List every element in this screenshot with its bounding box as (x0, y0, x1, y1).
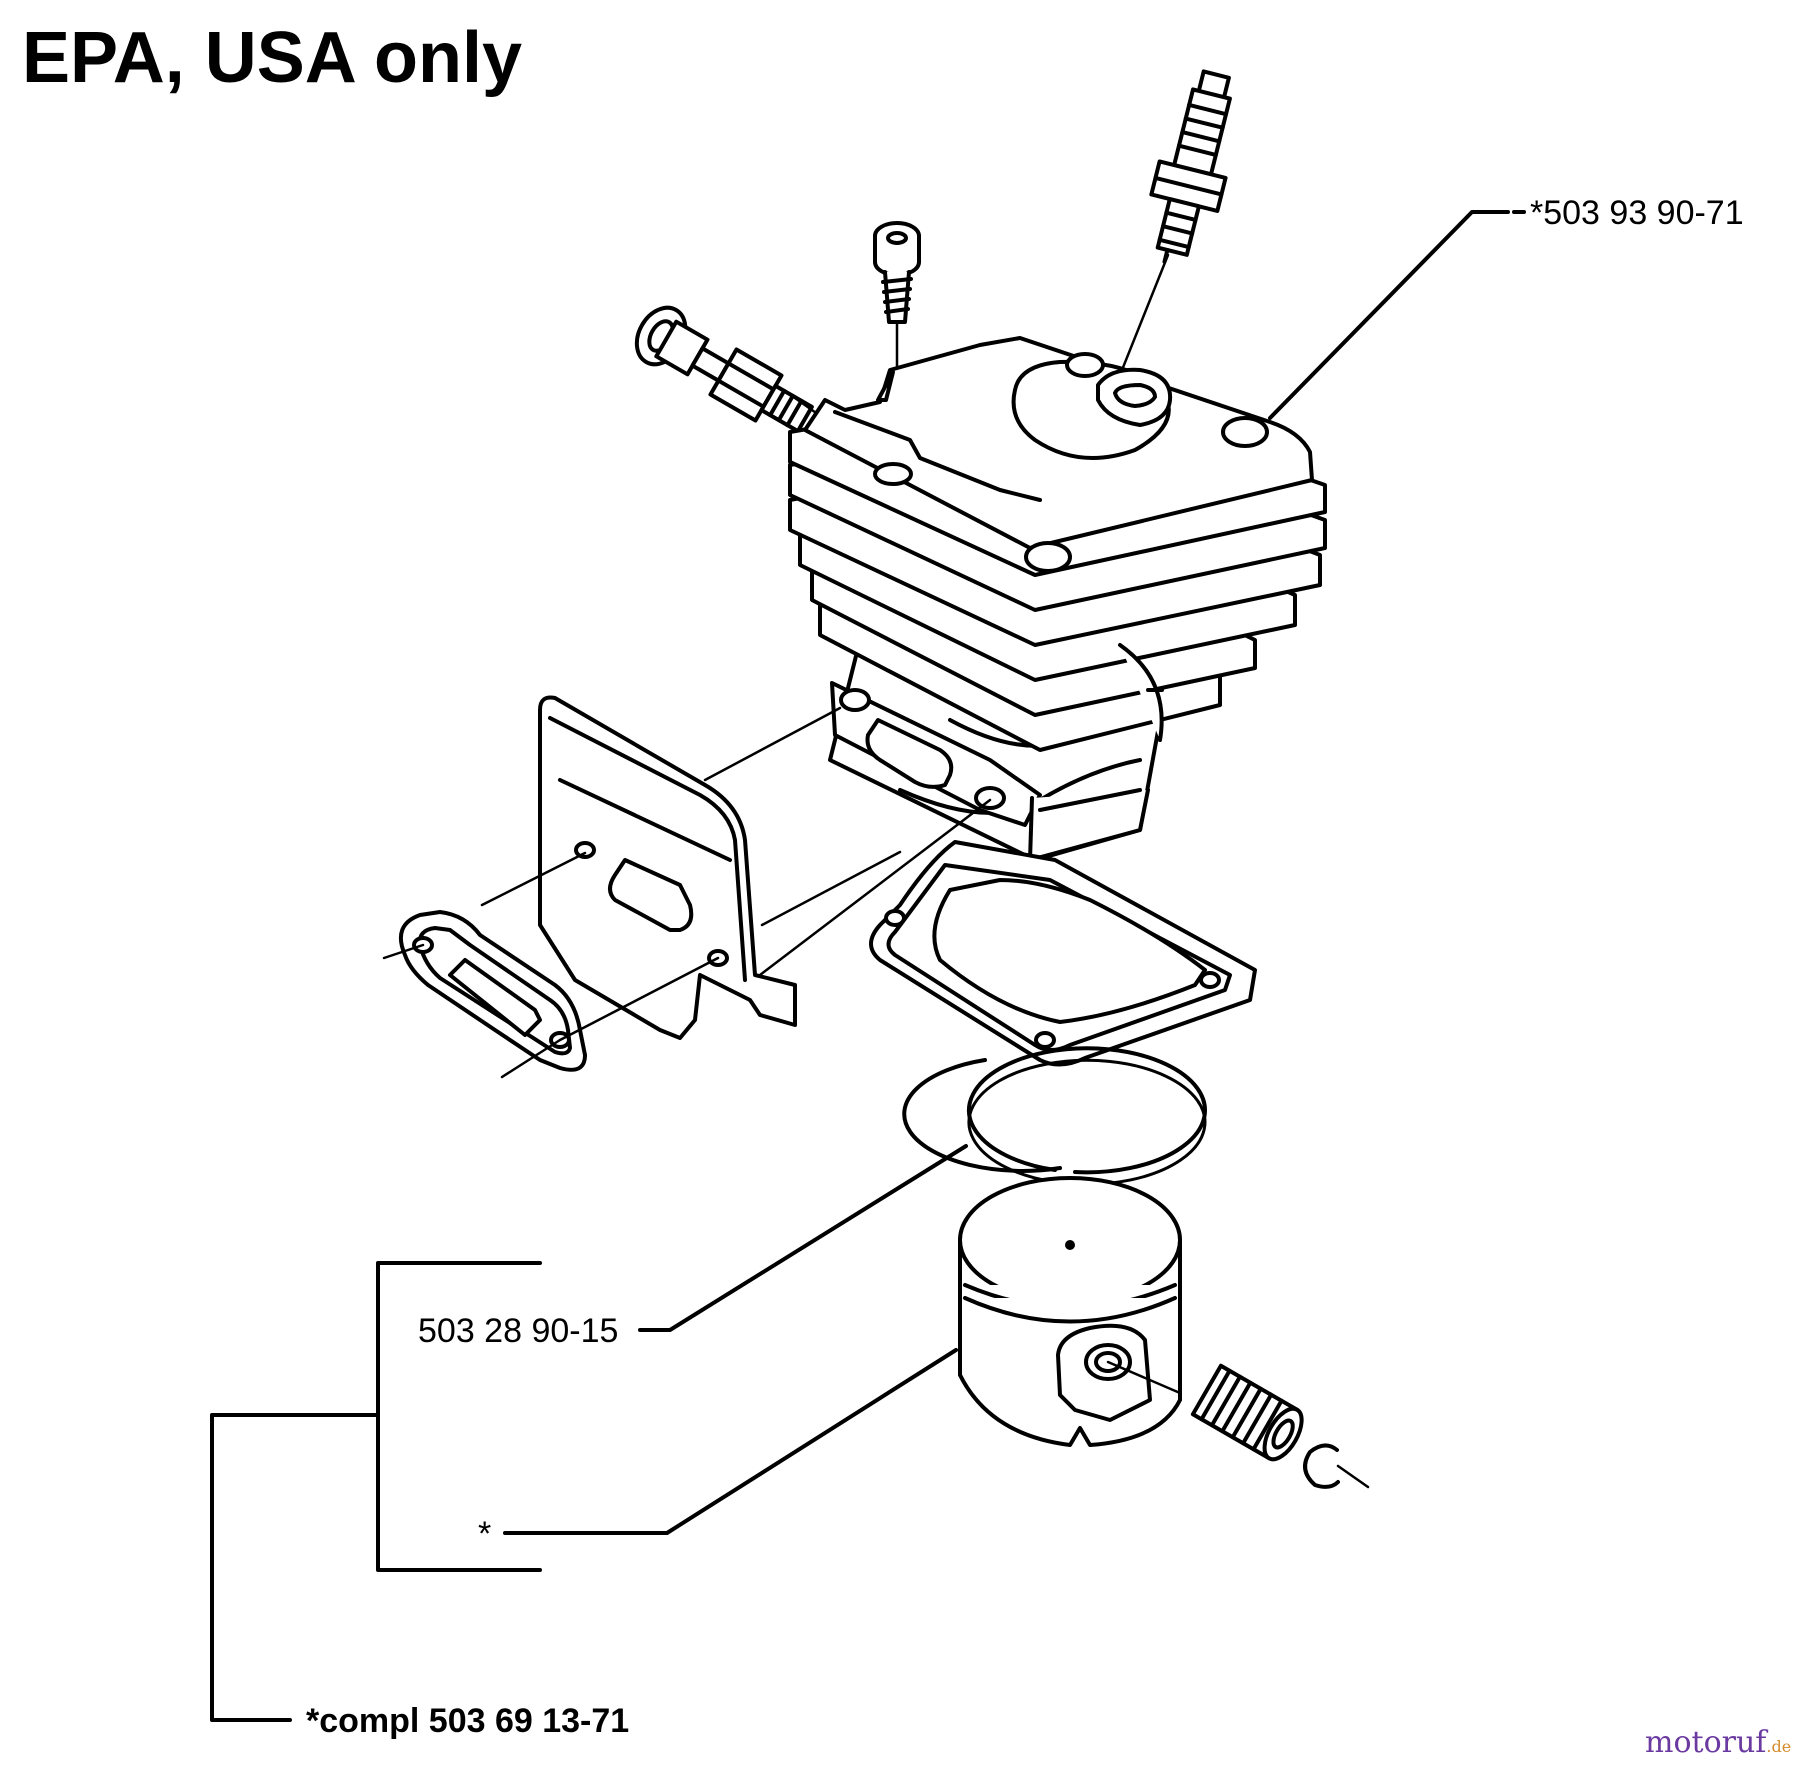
watermark-tld: .de (1766, 1737, 1791, 1756)
needle-bearing (1190, 1363, 1304, 1462)
cylinder (788, 336, 1327, 862)
cylinder-part-number: *503 93 90-71 (1530, 194, 1744, 232)
ring-part-number: 503 28 90-15 (418, 1312, 618, 1350)
base-gasket (869, 840, 1257, 1067)
decompression-valve (634, 305, 828, 434)
page-title: EPA, USA only (22, 18, 522, 98)
complete-kit-part-number: *compl 503 69 13-71 (306, 1702, 629, 1740)
heat-shield-plate (538, 695, 797, 1040)
callout-leaders (503, 210, 1526, 1535)
kit-brackets (210, 1261, 542, 1722)
cylinder-screw (873, 221, 921, 450)
circlip (1303, 1443, 1340, 1489)
piston (958, 1176, 1182, 1447)
watermark: motoruf.de (1645, 1725, 1791, 1760)
svg-text:motoruf.de: motoruf.de (1645, 1725, 1791, 1760)
piston-part-number: * (478, 1515, 491, 1553)
watermark-brand: motoruf (1645, 1725, 1768, 1760)
exhaust-gasket (399, 910, 587, 1072)
piston-ring (902, 1046, 1207, 1186)
spark-plug (1104, 69, 1232, 412)
alignment-lines (382, 706, 1370, 1489)
